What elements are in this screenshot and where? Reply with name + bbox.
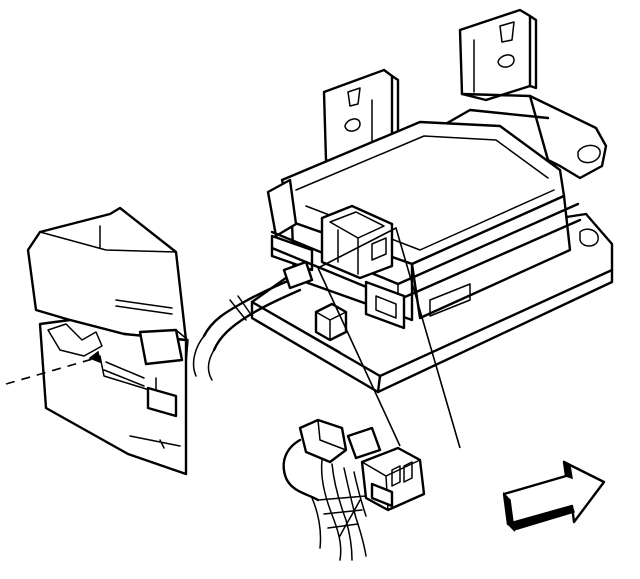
wiring-harness (192, 260, 314, 381)
module-housing (266, 120, 582, 342)
harness-connector (282, 418, 426, 561)
front-arrow (502, 460, 606, 533)
trim-panel (26, 206, 189, 476)
leader-lines (317, 226, 461, 449)
